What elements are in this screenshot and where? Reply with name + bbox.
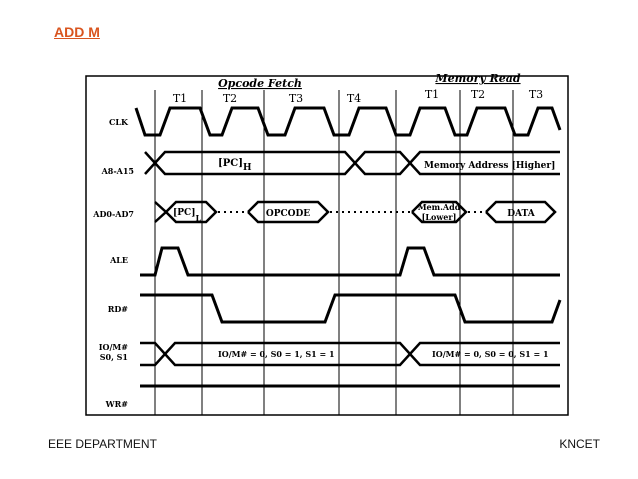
state-boundaries xyxy=(154,90,514,415)
signal-label-iom: IO/M# xyxy=(99,342,128,352)
signal-label-ad0-ad7: AD0-AD7 xyxy=(92,209,134,219)
state-fetch-t2: T2 xyxy=(223,92,237,105)
signal-label-clk: CLK xyxy=(109,117,129,127)
state-fetch-t4: T4 xyxy=(347,92,361,105)
section-opcode-fetch: Opcode Fetch xyxy=(218,77,302,90)
signal-label-ale: ALE xyxy=(109,255,128,265)
footer-department: EEE DEPARTMENT xyxy=(48,437,157,451)
ad0-mem-add-lower: [Lower] xyxy=(422,212,457,222)
slide-title: ADD M xyxy=(54,24,100,40)
footer-institution: KNCET xyxy=(559,437,600,451)
ad0-ad7-bus xyxy=(154,200,557,224)
signal-label-s0-s1: S0, S1 xyxy=(100,352,128,362)
rd-waveform xyxy=(140,293,562,324)
section-memory-read: Memory Read xyxy=(434,72,520,85)
ad0-mem-add: Mem.Add xyxy=(418,202,461,212)
state-fetch-t3: T3 xyxy=(289,92,303,105)
state-read-t1: T1 xyxy=(425,88,439,101)
signal-label-a8-a15: A8-A15 xyxy=(101,166,134,176)
iom-read-state: IO/M# = 0, S0 = 0, S1 = 1 xyxy=(432,349,549,359)
iom-fetch-state: IO/M# = 0, S0 = 1, S1 = 1 xyxy=(218,349,335,359)
state-read-t2: T2 xyxy=(471,88,485,101)
a8-pc-high: [PC]H xyxy=(218,158,252,173)
iom-bus xyxy=(140,341,560,367)
ad0-opcode: OPCODE xyxy=(266,209,310,219)
ale-waveform xyxy=(140,246,560,277)
ad0-pc-low: [PC]L xyxy=(173,208,201,223)
state-fetch-t1: T1 xyxy=(173,92,187,105)
ad0-data: DATA xyxy=(507,209,536,219)
a8-mem-address-high: Memory Address [Higher] xyxy=(424,161,555,171)
a8-a15-bus xyxy=(144,150,560,176)
signal-label-wr: WR# xyxy=(105,399,129,409)
state-read-t3: T3 xyxy=(529,88,543,101)
signal-label-rd: RD# xyxy=(108,304,129,314)
diagram-frame xyxy=(85,75,569,416)
clk-waveform xyxy=(134,106,562,137)
